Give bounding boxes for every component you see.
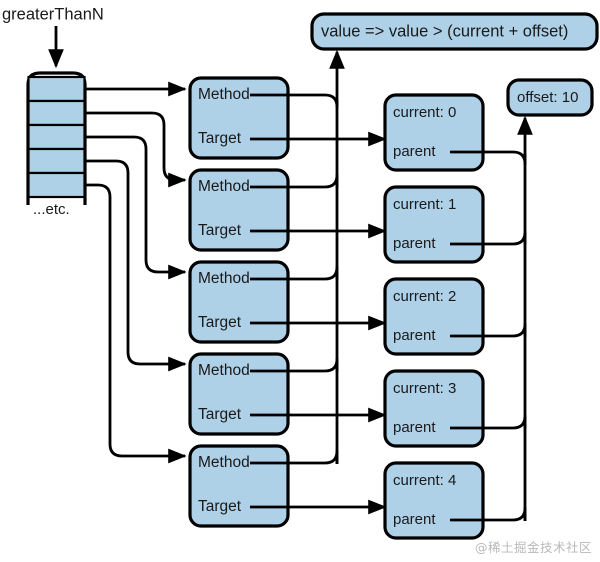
current-label: current: 3 (393, 380, 456, 397)
array-link-3 (85, 159, 187, 372)
array-link-1 (85, 111, 187, 188)
method-label: Method (198, 178, 250, 195)
target-label: Target (198, 130, 242, 147)
current-label: current: 1 (393, 196, 456, 213)
lambda-node-box (310, 12, 599, 51)
array-link-2 (85, 135, 187, 280)
closure-node: current: 3 parent (383, 369, 485, 448)
array-cell (27, 99, 86, 127)
current-label: current: 2 (393, 288, 456, 305)
offset-node: offset: 10 (506, 78, 594, 117)
array-cell (27, 123, 86, 151)
target-label: Target (198, 406, 242, 423)
closure-node: current: 1 parent (383, 185, 485, 264)
variable-label: greaterThanN (2, 5, 104, 23)
method-label: Method (198, 362, 250, 379)
lambda-label: value => value > (current + offset) (321, 22, 568, 40)
parent-label: parent (393, 511, 436, 528)
array-cell (27, 147, 86, 175)
array-link-4 (85, 183, 187, 464)
offset-node-box (506, 78, 594, 117)
target-label: Target (198, 498, 242, 515)
delegate-node: Method Target (188, 444, 290, 528)
delegate-node: Method Target (188, 76, 290, 160)
delegate-array: ...etc. (26, 71, 87, 218)
delegate-node: Method Target (188, 168, 290, 252)
current-label: current: 4 (393, 472, 456, 489)
closure-node: current: 4 parent (383, 461, 485, 540)
parent-label: parent (393, 143, 436, 160)
current-label: current: 0 (393, 104, 456, 121)
method-label: Method (198, 454, 250, 471)
offset-label: offset: 10 (517, 89, 578, 106)
target-label: Target (198, 222, 242, 239)
array-etc-label: ...etc. (33, 201, 70, 218)
parent-label: parent (393, 327, 436, 344)
lambda-node: value => value > (current + offset) (310, 12, 599, 51)
parent-label: parent (393, 419, 436, 436)
target-label: Target (198, 314, 242, 331)
closure-node: current: 0 parent (383, 93, 485, 172)
delegate-node: Method Target (188, 260, 290, 344)
method-label: Method (198, 270, 250, 287)
method-label: Method (198, 86, 250, 103)
array-cell (27, 75, 86, 103)
closure-node: current: 2 parent (383, 277, 485, 356)
parent-label: parent (393, 235, 436, 252)
delegate-node: Method Target (188, 352, 290, 436)
array-cell (27, 171, 86, 199)
